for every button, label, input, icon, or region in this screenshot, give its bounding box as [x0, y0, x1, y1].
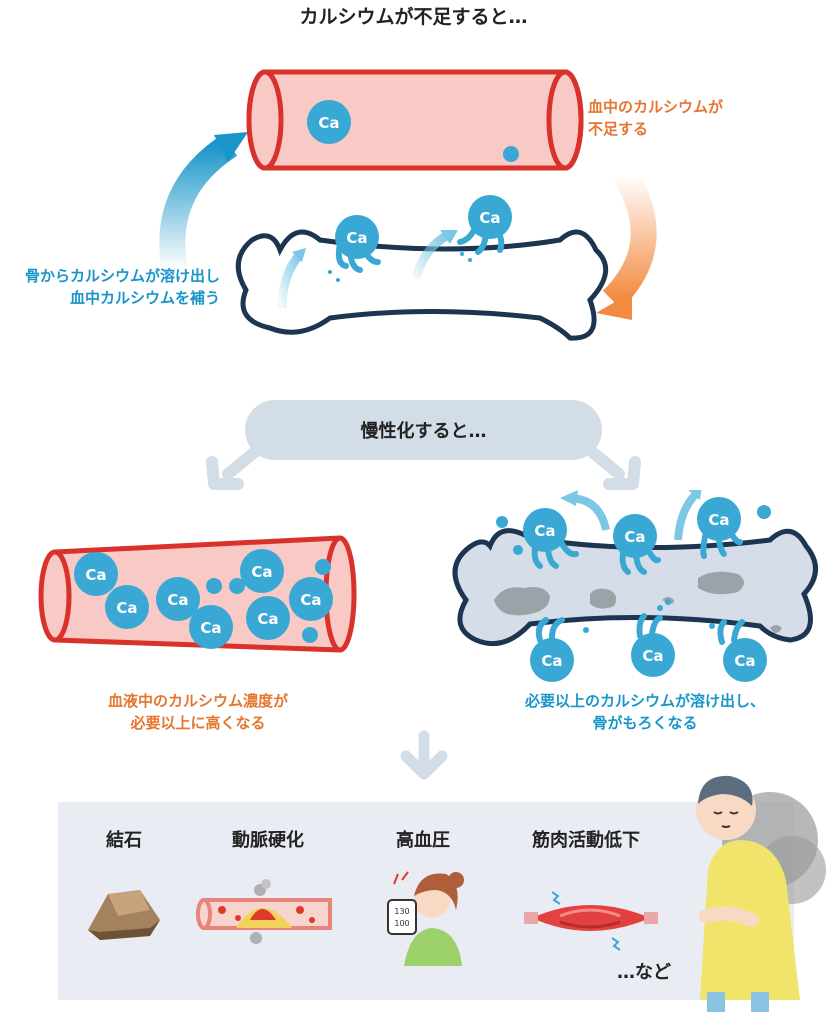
chronic-pill: 慢性化すると… — [245, 400, 602, 460]
ca-ions-vessel: Ca Ca Ca Ca Ca Ca Ca — [74, 549, 333, 649]
ca-label: Ca — [708, 511, 729, 529]
top-diagram: Ca Ca Ca — [159, 69, 657, 341]
ca-label: Ca — [167, 591, 188, 609]
disease-label-stone: 結石 — [106, 830, 142, 851]
down-arrow-icon — [400, 730, 448, 780]
disease-label-muscle: 筋肉活動低下 — [532, 830, 640, 851]
ca-label: Ca — [116, 599, 137, 617]
muscle-icon — [524, 891, 658, 951]
ca-label: Ca — [318, 114, 339, 132]
middle-diagram: Ca Ca Ca Ca Ca Ca Ca Ca Ca Ca — [38, 490, 818, 682]
bp-systolic: 130 — [394, 907, 409, 916]
blood-vessel-top — [246, 69, 584, 171]
orange-curved-arrow — [602, 168, 657, 310]
ca-label: Ca — [642, 647, 663, 665]
ca-ion-vessel-top: Ca — [307, 100, 351, 144]
ca-ion-bone-2: Ca — [457, 195, 512, 255]
stone-icon — [88, 890, 160, 940]
ca-label: Ca — [200, 619, 221, 637]
ca-ions-released-bottom: Ca Ca Ca — [530, 599, 767, 682]
ca-label: Ca — [257, 610, 278, 628]
bottom-illustrations: 130 100 — [88, 775, 826, 1012]
bone-top — [235, 229, 608, 341]
bone-holes — [494, 571, 782, 633]
ca-label: Ca — [479, 209, 500, 227]
blue-curved-arrow — [159, 134, 238, 273]
left-result-text: 血液中のカルシウム濃度が 必要以上に高くなる — [107, 692, 288, 732]
ca-label: Ca — [541, 652, 562, 670]
branch-arrows — [206, 440, 641, 490]
ca-label: Ca — [734, 652, 755, 670]
artery-icon — [196, 879, 332, 944]
woman-bp-icon: 130 100 — [387, 871, 464, 966]
ca-label: Ca — [251, 563, 272, 581]
ca-label: Ca — [346, 229, 367, 247]
top-right-text: 血中のカルシウムが 不足する — [588, 98, 724, 138]
page-title: カルシウムが不足すると… — [299, 6, 528, 28]
etc-label: …など — [617, 962, 671, 983]
bp-diastolic: 100 — [394, 919, 409, 928]
bone-fragile — [452, 528, 818, 647]
ca-ions-released-top: Ca Ca Ca — [496, 490, 771, 575]
right-result-text: 必要以上のカルシウムが溶け出し、 骨がもろくなる — [524, 692, 765, 732]
ca-label: Ca — [300, 591, 321, 609]
ca-label: Ca — [85, 566, 106, 584]
ca-label: Ca — [534, 522, 555, 540]
ca-ion-bone-1: Ca — [335, 215, 381, 273]
tired-man-icon — [696, 775, 826, 1012]
disease-label-hypertension: 高血圧 — [396, 830, 450, 851]
disease-label-arteriosclerosis: 動脈硬化 — [232, 830, 304, 851]
ca-particle — [503, 146, 519, 162]
top-left-text: 骨からカルシウムが溶け出し 血中カルシウムを補う — [24, 267, 220, 307]
ca-label: Ca — [624, 528, 645, 546]
